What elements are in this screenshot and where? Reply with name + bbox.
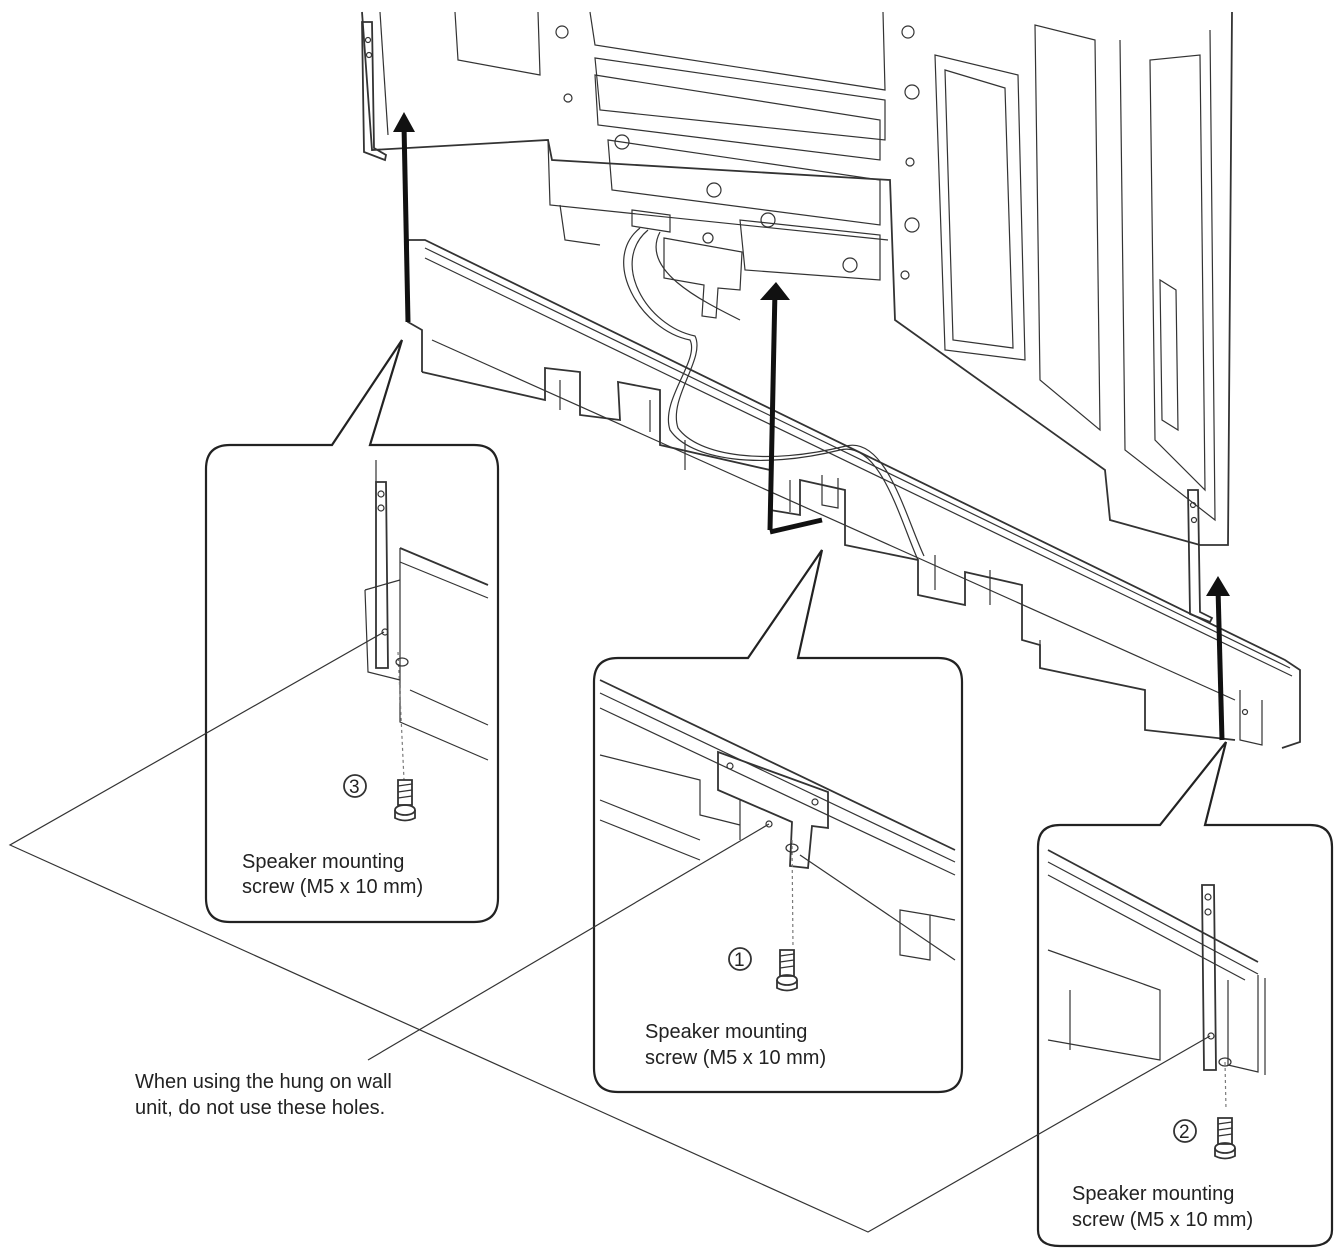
left-screw-label-line1: Speaker mounting — [242, 851, 404, 873]
note-line2: unit, do not use these holes. — [135, 1097, 385, 1119]
left-detail-panel — [204, 339, 500, 924]
note-line1: When using the hung on wall — [135, 1071, 392, 1093]
callout-number-circle — [343, 774, 367, 798]
left-callout-number: 3 — [349, 777, 360, 798]
left-screw-label-line2: screw (M5 x 10 mm) — [242, 876, 423, 898]
speaker-bar — [407, 239, 1301, 749]
screw-icon — [1214, 1117, 1236, 1160]
right-screw-label-line1: Speaker mounting — [1072, 1183, 1234, 1205]
right-detail-panel — [1036, 741, 1334, 1248]
callout-number-circle — [728, 947, 752, 971]
right-screw-label-line2: screw (M5 x 10 mm) — [1072, 1209, 1253, 1231]
speaker-cable — [623, 209, 925, 561]
center-screw-label-line2: screw (M5 x 10 mm) — [645, 1047, 826, 1069]
center-screw-label-line1: Speaker mounting — [645, 1021, 807, 1043]
leader-lines — [8, 631, 1211, 1233]
center-detail-panel — [592, 549, 964, 1094]
right-callout-number: 2 — [1179, 1122, 1190, 1143]
callout-number-circle — [1173, 1119, 1197, 1143]
display-rear-panel — [361, 11, 1233, 546]
screw-icon — [776, 949, 798, 992]
screw-icon — [394, 779, 416, 822]
center-callout-number: 1 — [734, 950, 745, 971]
up-arrow-icon — [393, 112, 1230, 741]
